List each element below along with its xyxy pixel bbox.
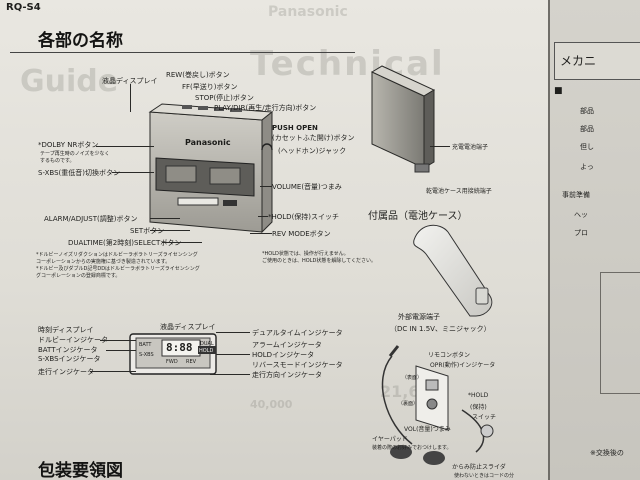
- right-line: 部品: [580, 125, 594, 133]
- label-remote-hold-sub: (保持): [470, 404, 487, 411]
- lcd-seg-dual: DUAL: [200, 341, 214, 347]
- label-earpad: イヤーパッド: [372, 436, 408, 443]
- label-push-open-sub: (カセットふた開け)ボタン: [272, 134, 355, 142]
- model-number: RQ-S4: [6, 2, 41, 13]
- footnote-4: グコーポレーションの登録商標です。: [36, 273, 121, 279]
- lcd-right-label-3: リバースモードインジケータ: [252, 361, 343, 369]
- dolby-note-1: テープ再生時のノイズを少なく: [40, 151, 110, 157]
- label-rew: REW(巻戻し)ボタン: [166, 71, 230, 79]
- label-hold: *HOLD(保持)スイッチ: [268, 213, 340, 221]
- label-ff: FF(早送り)ボタン: [182, 83, 238, 91]
- hold-note-1: *HOLD状態では、操作が行えません。: [262, 251, 349, 257]
- label-headphone: (ヘッドホン)ジャック: [278, 147, 347, 155]
- label-display: 液晶ディスプレイ: [102, 77, 158, 85]
- label-remote-button: リモコンボタン: [428, 352, 471, 359]
- brand-logo: Panasonic: [185, 138, 231, 147]
- lcd-seg-rev: REV: [186, 359, 197, 365]
- manual-right-page: メカニ ■ 部品 部品 但し よっ 事前準備 ヘッ プロ ※交換後の: [548, 0, 640, 480]
- leader-line: [100, 340, 136, 341]
- label-rev-mode: REV MODEボタン: [272, 230, 331, 238]
- leader-line: [106, 350, 136, 351]
- right-line: 部品: [580, 107, 594, 115]
- right-table: [600, 272, 640, 394]
- watermark-text: Technical: [250, 44, 445, 84]
- label-charge-terminal: 充電電池端子: [452, 144, 489, 151]
- right-line: よっ: [580, 163, 594, 171]
- leader-line: [216, 354, 250, 355]
- footnote-3: *ドルビー及びダブルD記号DDはドルビーラボラトリーズライセンシング: [36, 266, 200, 272]
- label-remote-switch: スイッチ: [472, 414, 497, 421]
- right-heading: メカニ: [560, 54, 597, 68]
- heading-box: [554, 42, 640, 80]
- label-alarm: ALARM/ADJUST(調整)ボタン: [44, 215, 138, 223]
- label-sxbs: S-XBS(重低音)切換ボタン: [38, 169, 121, 177]
- dolby-note-2: するものです。: [40, 158, 75, 164]
- right-bullet: ■: [554, 86, 563, 96]
- leader-line: [430, 146, 450, 147]
- leader-line: [96, 146, 154, 147]
- label-play: PLAY/DIR(再生/走行方向)ボタン: [214, 104, 317, 112]
- lcd-right-label-1: アラームインジケータ: [252, 341, 322, 349]
- lcd-right-label-2: HOLDインジケータ: [252, 351, 315, 359]
- label-stop: STOP(停止)ボタン: [195, 94, 254, 102]
- leader-line: [210, 374, 250, 375]
- watermark-text: Guide: [20, 64, 119, 99]
- right-line: プロ: [574, 229, 588, 237]
- label-battery-case-terminal: 乾電池ケース用接続端子: [426, 188, 492, 195]
- leader-line: [250, 233, 272, 234]
- leader-line: [150, 230, 190, 231]
- accessory-title: 付属品（電池ケース）: [368, 211, 468, 222]
- label-front: （表面）: [402, 375, 423, 381]
- label-ext-power: 外部電源端子: [398, 313, 440, 321]
- leader-line: [258, 216, 268, 217]
- lcd-seg-fwd: FWD: [166, 359, 178, 365]
- label-opr: OPR(動作)インジケータ: [430, 362, 496, 369]
- lcd-right-label-0: デュアルタイムインジケータ: [252, 329, 343, 337]
- lcd-left-label-1: ドルビーインジケータ: [38, 336, 108, 344]
- footnote-2: コーポレーションからの実施権に基づき製造されています。: [36, 259, 171, 265]
- leader-line: [260, 186, 272, 187]
- label-dualtime: DUALTIME(第2時刻)SELECTボタン: [68, 239, 182, 247]
- label-back: （裏面）: [398, 401, 419, 407]
- player-illustration: [129, 65, 494, 465]
- right-line: ヘッ: [574, 211, 588, 219]
- watermark-price: 40,000: [250, 398, 293, 411]
- leader-line: [150, 218, 180, 219]
- right-line: 事前準備: [562, 191, 590, 199]
- lcd-left-label-3: S-XBSインジケータ: [38, 355, 101, 363]
- section-title: 各部の名称: [38, 31, 123, 51]
- lcd-left-label-4: 走行インジケータ: [38, 368, 94, 376]
- lcd-seg-batt: BATT: [139, 342, 152, 348]
- watermark-text: Panasonic: [268, 4, 348, 20]
- manual-left-page: Panasonic Technical Guide 21,600 40,000 …: [0, 0, 548, 480]
- hold-note-2: ご使用のときは、HOLD状態を解除してください。: [262, 258, 377, 264]
- lcd-title: 液晶ディスプレイ: [160, 323, 216, 331]
- label-cord-slider: からみ防止スライダ: [452, 464, 506, 471]
- label-dolby: *DOLBY NRボタン: [38, 141, 99, 149]
- leader-line: [162, 242, 202, 243]
- lcd-seg-hold: HOLD: [199, 348, 214, 354]
- lcd-left-label-0: 時刻ディスプレイ: [38, 326, 94, 334]
- leader-line: [130, 84, 131, 112]
- lcd-seg-sxbs: S-XBS: [139, 352, 154, 358]
- footnote-1: *ドルビーノイズリダクションはドルビーラボラトリーズライセンシング: [36, 252, 198, 258]
- label-push-open: PUSH OPEN: [272, 124, 318, 132]
- section-divider: [10, 52, 355, 53]
- bottom-section-title: 包装要領図: [38, 461, 123, 480]
- label-remote-hold: *HOLD: [468, 392, 489, 399]
- label-earpad-note: 装着の際のお好みでおつけします。: [372, 445, 452, 451]
- label-volume: VOLUME(音量)つまみ: [272, 183, 342, 191]
- label-set: SETボタン: [130, 227, 165, 235]
- right-line: 但し: [580, 143, 594, 151]
- leader-line: [216, 332, 250, 333]
- lcd-right-label-4: 走行方向インジケータ: [252, 371, 322, 379]
- label-cord-slider-note: 使わないときはコードの分: [454, 473, 515, 479]
- lcd-left-label-2: BATTインジケータ: [38, 346, 98, 354]
- lcd-digits: 8:88: [166, 341, 193, 354]
- leader-line: [112, 172, 154, 173]
- leader-line: [90, 371, 136, 372]
- label-ext-power-spec: （DC IN 1.5V、ミニジャック）: [390, 325, 491, 333]
- right-footer: ※交換後の: [590, 449, 624, 457]
- label-vol: VOL(音量)つまみ: [404, 426, 451, 433]
